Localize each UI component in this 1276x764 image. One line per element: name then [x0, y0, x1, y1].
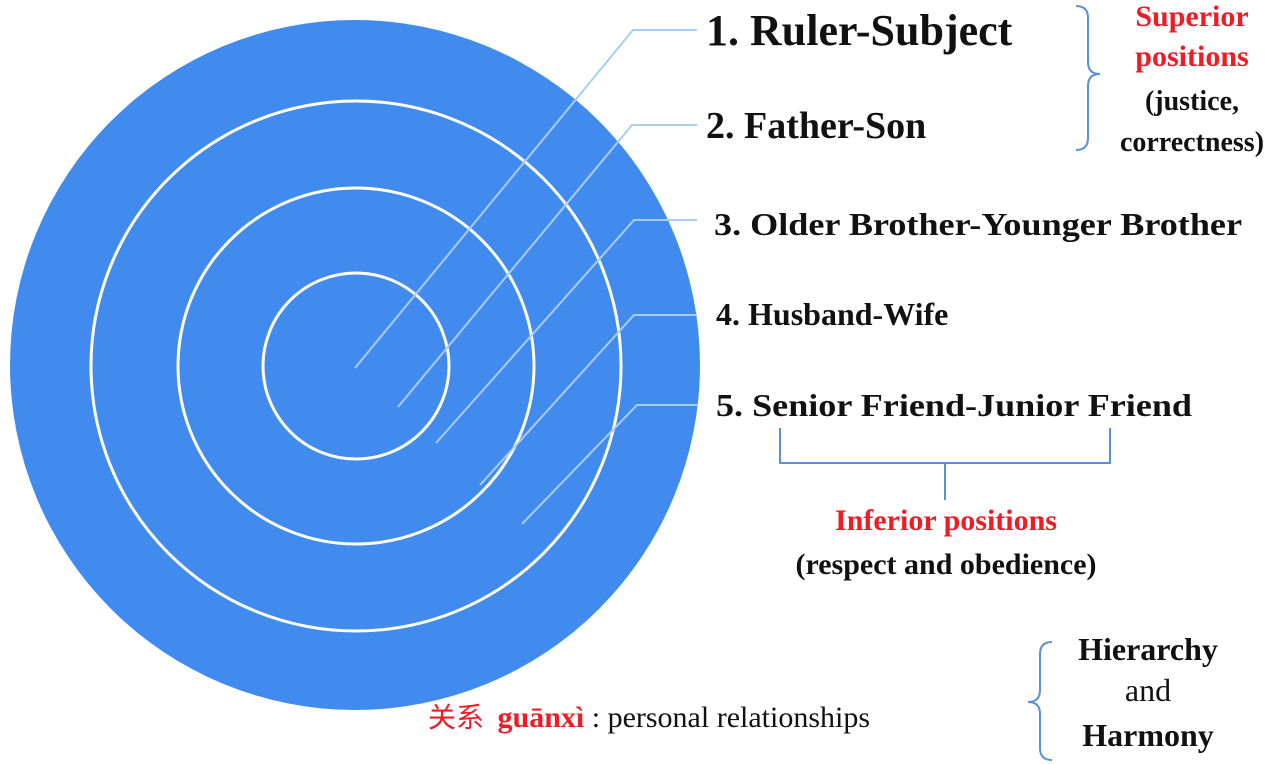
inferior-positions-note: Inferior positions (respect and obedienc…: [795, 504, 1096, 581]
leader-line-4: [479, 314, 697, 486]
superior-line-4: correctness): [1120, 127, 1264, 158]
guanxi-pinyin: guānxì: [498, 701, 585, 734]
ring-4: [89, 99, 623, 633]
leader-line-3: [435, 219, 697, 444]
outer-disk: [10, 20, 700, 710]
ring-3: [176, 186, 536, 546]
ring-2: [261, 271, 451, 461]
hierarchy-harmony-note: Hierarchy and Harmony: [1078, 631, 1218, 753]
inferior-bracket: [779, 428, 1111, 500]
relationship-label-2: 2. Father-Son: [706, 105, 926, 147]
hierarchy-line-1: Hierarchy: [1078, 631, 1218, 667]
leader-line-1: [354, 29, 697, 369]
superior-bracket: [1075, 5, 1101, 151]
superior-positions-note: Superior positions (justice, correctness…: [1120, 0, 1264, 158]
relationship-labels: 1. Ruler-Subject 2. Father-Son 3. Older …: [706, 6, 1242, 423]
hierarchy-line-2: and: [1125, 672, 1171, 708]
leader-line-5: [521, 404, 697, 525]
guanxi-definition: : personal relationships: [592, 701, 870, 734]
relationship-label-4: 4. Husband-Wife: [716, 296, 948, 332]
hierarchy-bracket: [1027, 641, 1053, 761]
leader-line-2: [397, 124, 697, 408]
guanxi-hanzi: 关系: [428, 701, 484, 734]
relationship-label-1: 1. Ruler-Subject: [706, 6, 1013, 55]
inferior-subtitle: (respect and obedience): [795, 548, 1096, 581]
inferior-title: Inferior positions: [835, 504, 1057, 537]
hierarchy-line-3: Harmony: [1082, 717, 1214, 753]
leader-lines: [354, 29, 697, 525]
superior-line-3: (justice,: [1145, 86, 1239, 117]
relationship-label-3: 3. Older Brother-Younger Brother: [714, 206, 1242, 242]
superior-line-1: Superior: [1135, 0, 1248, 33]
relationship-label-5: 5. Senior Friend-Junior Friend: [716, 387, 1192, 423]
concentric-circles: [10, 20, 700, 710]
guanxi-caption: 关系 guānxì : personal relationships: [428, 701, 870, 734]
superior-line-2: positions: [1135, 40, 1248, 73]
